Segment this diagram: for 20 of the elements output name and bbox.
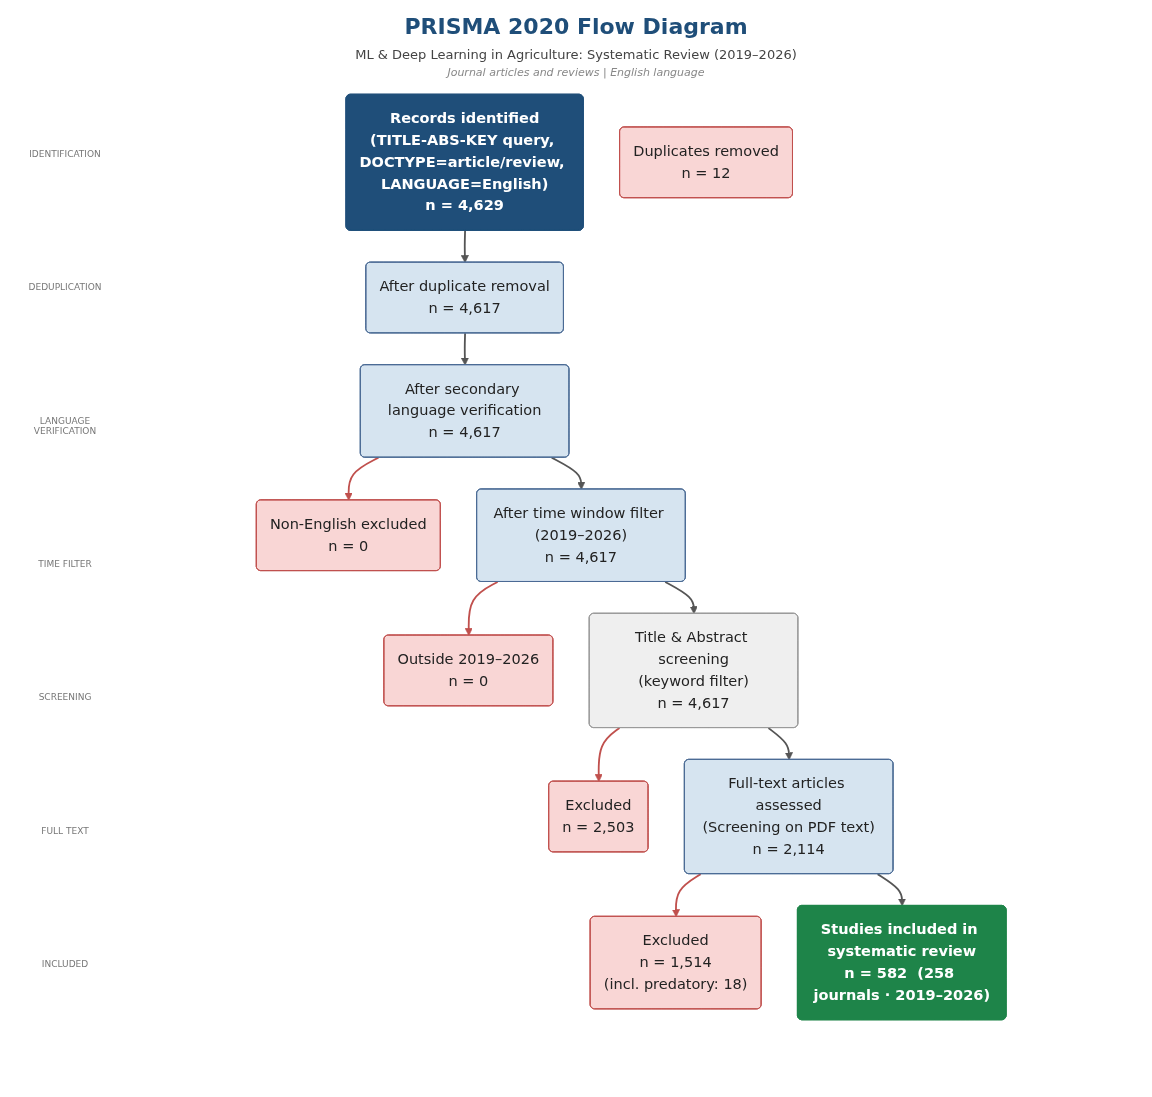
stage-label: LANGUAGE VERIFICATION (32, 415, 98, 436)
arrow (767, 727, 793, 761)
arrow (594, 727, 621, 782)
stage-label: INCLUDED (40, 959, 90, 970)
subtitle: ML & Deep Learning in Agriculture: Systematic Review (2019–2026) (354, 47, 798, 62)
arrow (671, 873, 702, 918)
title: PRISMA 2020 Flow Diagram (403, 14, 749, 39)
arrow (460, 229, 469, 263)
stage-label: SCREENING (37, 692, 93, 703)
stage-label: TIME FILTER (37, 558, 93, 569)
arrow (460, 332, 469, 366)
arrow (464, 581, 499, 636)
arrow (550, 456, 585, 490)
arrow (344, 456, 380, 501)
stage-label: DEDUPLICATION (27, 282, 103, 293)
arrow (664, 581, 698, 615)
arrow (876, 873, 906, 907)
stage-label: IDENTIFICATION (28, 148, 102, 159)
source-note: Journal articles and reviews | English language (444, 66, 706, 79)
stage-label: FULL TEXT (40, 825, 90, 836)
